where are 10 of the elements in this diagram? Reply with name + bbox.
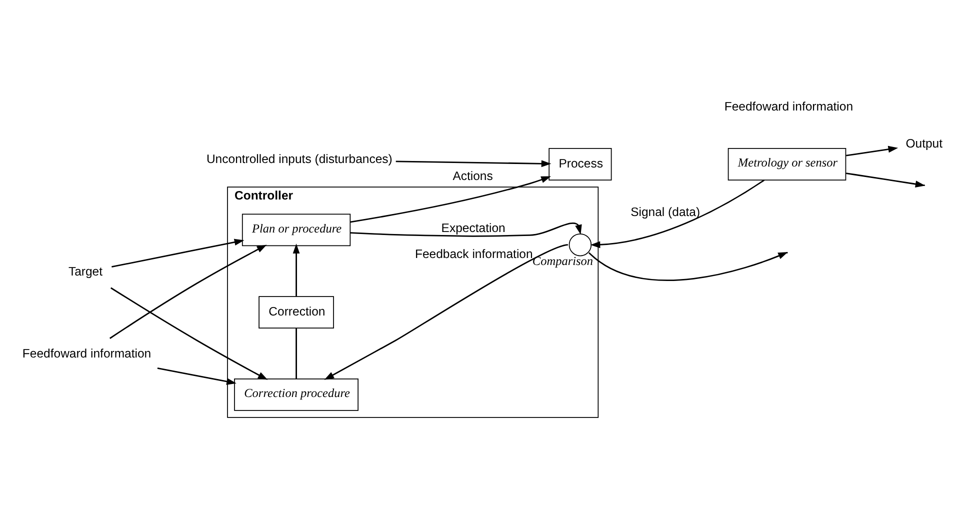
edge-label: Feedback information (415, 246, 533, 261)
node-text: Uncontrolled inputs (disturbances) (206, 152, 392, 166)
label: Feedfoward information (724, 99, 854, 114)
node-text: Output (906, 136, 943, 150)
node-label: Comparison (532, 253, 594, 268)
node-text: Target (68, 264, 102, 278)
edge-label: Actions (452, 168, 493, 183)
edge-label: Signal (data) (630, 204, 700, 219)
node-text: Feedfoward information (22, 346, 152, 360)
edge-label: Expectation (441, 220, 506, 234)
